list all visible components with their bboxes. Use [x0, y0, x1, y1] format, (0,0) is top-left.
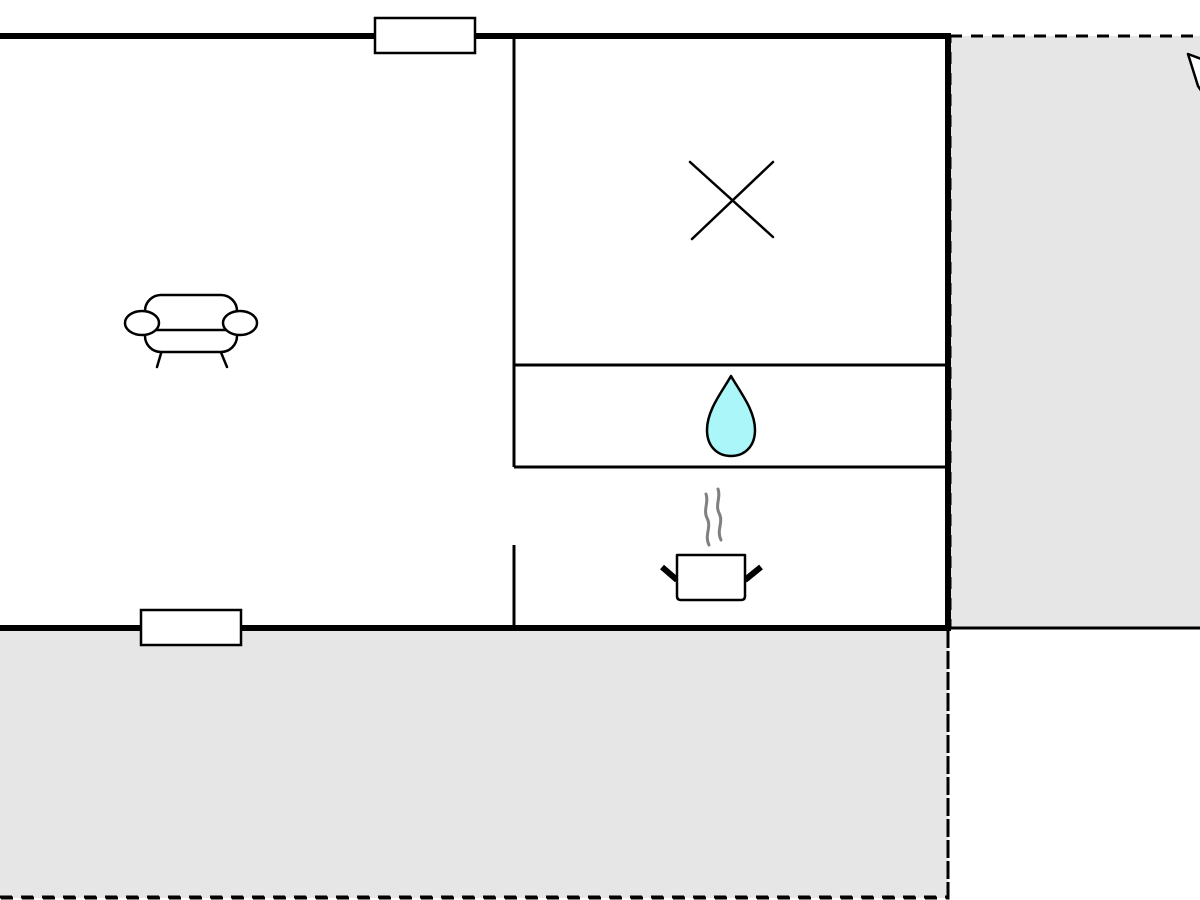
window-south [139, 608, 243, 647]
bed-cross-icon [688, 160, 775, 241]
north-arrow-icon [1186, 52, 1200, 92]
window-north [373, 16, 477, 55]
outside-area [950, 630, 1200, 900]
water-drop-icon [705, 374, 757, 458]
terrace-east [948, 34, 1200, 630]
terrace-south [0, 626, 950, 900]
sofa-icon [123, 293, 259, 369]
cooking-pot-icon [660, 487, 763, 602]
interior-walls [512, 36, 948, 628]
windows [139, 16, 477, 647]
outdoor-areas [0, 34, 1200, 900]
